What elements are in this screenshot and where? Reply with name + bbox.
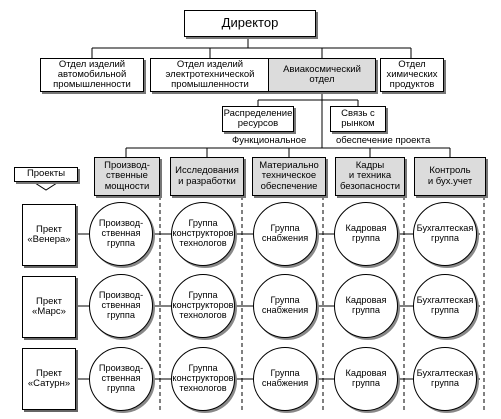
group-circle: Группа конструкторов технологов bbox=[171, 347, 235, 411]
group-circle: Группа конструкторов технологов bbox=[171, 274, 235, 338]
group-circle: Группа снабжения bbox=[253, 274, 317, 338]
dept-automotive: Отдел изделий автомобильной промышленнос… bbox=[40, 58, 144, 92]
dept-electrotech: Отдел изделий электротехнической промышл… bbox=[150, 58, 270, 92]
function-accounting: Контроль и бух.учет bbox=[414, 157, 486, 196]
group-circle: Кадровая группа bbox=[334, 202, 398, 266]
group-circle: Кадровая группа bbox=[334, 347, 398, 411]
function-research: Исследования и разработки bbox=[170, 157, 244, 196]
function-personnel: Кадры и техника безопасности bbox=[335, 157, 405, 196]
director-box: Директор bbox=[184, 10, 316, 37]
market-link-box: Связь с рынком bbox=[330, 106, 386, 132]
group-circle: Производ- ственная группа bbox=[89, 347, 153, 411]
project-mars: Прект «Марс» bbox=[22, 276, 76, 338]
functional-label: Функциональное bbox=[232, 135, 307, 146]
function-production: Производ- ственные мощности bbox=[94, 157, 160, 196]
group-circle: Кадровая группа bbox=[334, 274, 398, 338]
group-circle: Бухгалтеская группа bbox=[413, 347, 477, 411]
resource-allocation-box: Распределение ресурсов bbox=[222, 106, 294, 132]
group-circle: Группа снабжения bbox=[253, 202, 317, 266]
dept-aerospace: Авиакосмический отдел bbox=[268, 58, 376, 92]
project-support-label: обеспечение проекта bbox=[336, 135, 431, 146]
dept-chemical: Отдел химических продуктов bbox=[380, 58, 444, 92]
function-logistics: Материально техническое обеспечение bbox=[252, 157, 326, 196]
group-circle: Производ- ственная группа bbox=[89, 202, 153, 266]
group-circle: Группа конструкторов технологов bbox=[171, 202, 235, 266]
group-circle: Бухгалтеская группа bbox=[413, 202, 477, 266]
projects-header: Проекты bbox=[14, 167, 78, 182]
group-circle: Группа снабжения bbox=[253, 347, 317, 411]
project-saturn: Прект «Сатурн» bbox=[22, 348, 76, 410]
group-circle: Бухгалтеская группа bbox=[413, 274, 477, 338]
group-circle: Производ- ственная группа bbox=[89, 274, 153, 338]
project-venera: Прект «Венера» bbox=[22, 204, 76, 266]
